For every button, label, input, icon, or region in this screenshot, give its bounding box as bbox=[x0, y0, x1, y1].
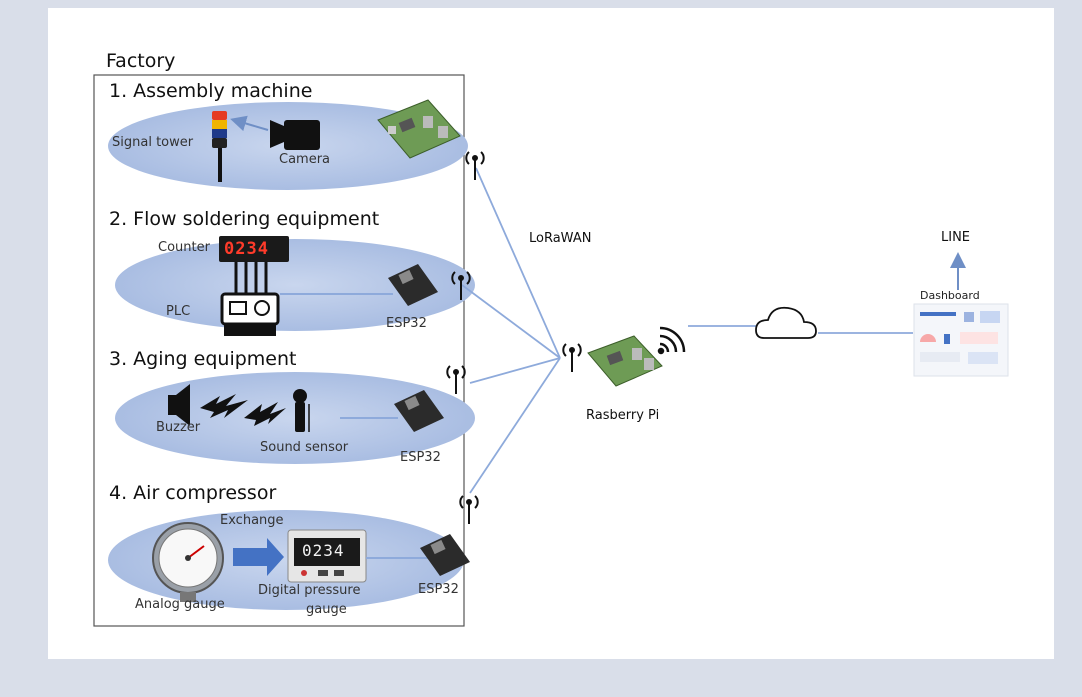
exchange-label: Exchange bbox=[220, 513, 284, 528]
cloud-icon bbox=[755, 306, 817, 339]
analog-gauge-label: Analog gauge bbox=[135, 597, 225, 612]
antenna-1-icon bbox=[465, 151, 485, 180]
section-2-ellipse bbox=[115, 239, 475, 331]
analog-gauge-icon bbox=[152, 522, 224, 602]
antenna-3-icon bbox=[446, 365, 466, 394]
counter-display-value: 0234 bbox=[224, 239, 269, 259]
buzzer-label: Buzzer bbox=[156, 420, 201, 435]
raspberry-pi-gateway-icon bbox=[587, 335, 663, 387]
antenna-4-icon bbox=[459, 495, 479, 524]
diagram-graphics bbox=[93, 74, 1009, 627]
digital-gauge-label-line2: gauge bbox=[306, 602, 347, 617]
buzzer-icon bbox=[168, 384, 190, 426]
line-label: LINE bbox=[941, 230, 971, 245]
camera-icon bbox=[270, 120, 320, 150]
gateway-antenna-icon bbox=[562, 343, 582, 372]
dashboard-label: Dashboard bbox=[920, 289, 980, 302]
diagram-canvas: Factory 1. Assembly machine 2. Flow sold… bbox=[48, 8, 1054, 659]
sound-sensor-icon bbox=[293, 389, 310, 432]
lorawan-label: LoRaWAN bbox=[529, 231, 592, 246]
esp32-2-label: ESP32 bbox=[386, 316, 427, 331]
factory-label: Factory bbox=[106, 50, 176, 72]
section-4-title: 4. Air compressor bbox=[109, 482, 277, 504]
sound-wave-icon bbox=[200, 394, 286, 426]
lorawan-links bbox=[461, 167, 561, 494]
section-3-title: 3. Aging equipment bbox=[109, 348, 297, 370]
esp32-3-label: ESP32 bbox=[400, 450, 441, 465]
esp32-board-2-icon bbox=[388, 264, 438, 306]
raspberry-pi-board-1-icon bbox=[377, 99, 461, 159]
factory-box bbox=[93, 74, 465, 627]
counter-display-icon bbox=[219, 236, 289, 262]
digital-pressure-gauge-icon bbox=[287, 529, 367, 583]
exchange-arrow-icon bbox=[233, 538, 284, 576]
antenna-2-icon bbox=[451, 271, 471, 300]
section-2-title: 2. Flow soldering equipment bbox=[109, 208, 380, 230]
signal-tower-label: Signal tower bbox=[112, 135, 194, 150]
digital-gauge-label-line1: Digital pressure bbox=[258, 583, 361, 598]
esp32-board-3-icon bbox=[394, 390, 444, 432]
digital-gauge-display-value: 0234 bbox=[302, 541, 345, 560]
esp32-4-label: ESP32 bbox=[418, 582, 459, 597]
raspberry-pi-label: Rasberry Pi bbox=[586, 408, 660, 423]
sound-sensor-label: Sound sensor bbox=[260, 440, 349, 455]
plc-label: PLC bbox=[166, 304, 191, 319]
wifi-icon bbox=[657, 326, 686, 355]
counter-label: Counter bbox=[158, 240, 210, 255]
esp32-board-4-icon bbox=[420, 534, 470, 576]
camera-arrow bbox=[230, 115, 269, 132]
dashboard-icon bbox=[913, 303, 1009, 377]
camera-label: Camera bbox=[279, 152, 331, 167]
section-1-title: 1. Assembly machine bbox=[109, 80, 313, 102]
plc-icon bbox=[220, 262, 280, 336]
signal-tower-icon bbox=[212, 111, 227, 182]
